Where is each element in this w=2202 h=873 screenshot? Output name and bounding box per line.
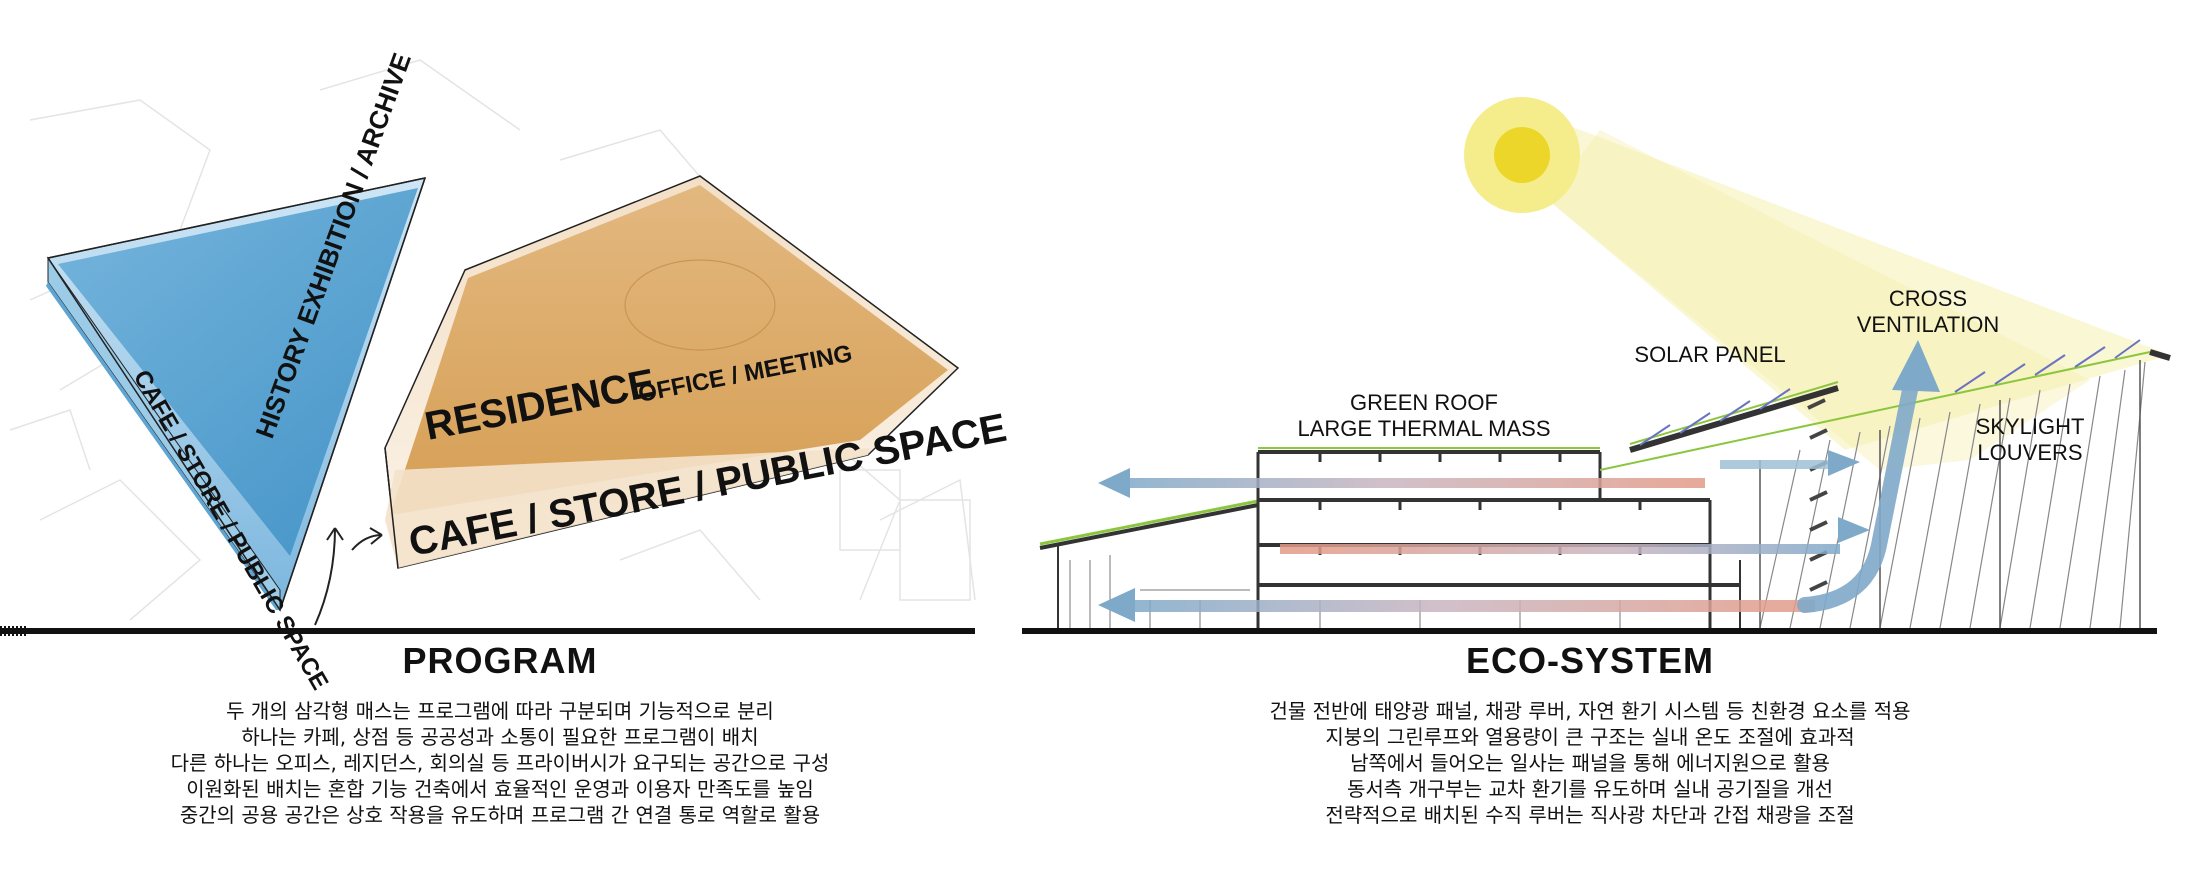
program-desc-line: 두 개의 삼각형 매스는 프로그램에 따라 구분되며 기능적으로 분리	[226, 699, 774, 723]
label-thermal-mass: LARGE THERMAL MASS	[1297, 416, 1550, 441]
program-description: 두 개의 삼각형 매스는 프로그램에 따라 구분되며 기능적으로 분리 하나는 …	[0, 698, 1000, 828]
label-green-roof: GREEN ROOF	[1350, 390, 1498, 415]
eco-desc-line: 남쪽에서 들어오는 일사는 패널을 통해 에너지원으로 활용	[1350, 751, 1830, 775]
program-desc-line: 하나는 카페, 상점 등 공공성과 소통이 필요한 프로그램이 배치	[241, 725, 759, 749]
eco-diagram: GREEN ROOF LARGE THERMAL MASS SOLAR PANE…	[1022, 97, 2171, 634]
ground-line-right	[1022, 628, 2157, 634]
eco-desc-line: 지붕의 그린루프와 열용량이 큰 구조는 실내 온도 조절에 효과적	[1325, 725, 1855, 749]
airflow-middle	[1280, 544, 1840, 554]
connector-arrows	[314, 527, 383, 626]
program-desc-line: 중간의 공용 공간은 상호 작용을 유도하며 프로그램 간 연결 통로 역할로 …	[179, 803, 821, 827]
eco-system-title: ECO-SYSTEM	[1465, 640, 1715, 681]
eco-desc-line: 동서측 개구부는 교차 환기를 유도하며 실내 공기질을 개선	[1346, 777, 1834, 801]
eco-desc-line: 전략적으로 배치된 수직 루버는 직사광 차단과 간접 채광을 조절	[1325, 803, 1855, 827]
cross-ventilation-arrow	[1797, 372, 1920, 613]
label-solar-panel: SOLAR PANEL	[1634, 342, 1785, 367]
label-cross: CROSS	[1889, 286, 1967, 311]
program-diagram: HISTORY EXHIBITION / ARCHIVE CAFE / STOR…	[0, 49, 1010, 695]
program-title: PROGRAM	[402, 640, 598, 681]
program-desc-line: 이원화된 배치는 혼합 기능 건축에서 효율적인 운영과 이용자 만족도를 높임	[186, 777, 814, 801]
orange-mass	[384, 175, 960, 569]
sun-icon	[1494, 127, 1550, 183]
ground-line-left	[0, 628, 975, 634]
eco-system-description: 건물 전반에 태양광 패널, 채광 루버, 자연 환기 시스템 등 친환경 요소…	[1150, 698, 2030, 828]
blue-mass	[46, 176, 427, 612]
sunlight-beam	[1515, 105, 2170, 450]
airflow-arrows	[1098, 340, 1940, 622]
label-ventilation: VENTILATION	[1857, 312, 2000, 337]
airflow-top	[1125, 478, 1705, 488]
ground-hatch-left	[0, 626, 28, 636]
program-desc-line: 다른 하나는 오피스, 레지던스, 회의실 등 프라이버시가 요구되는 공간으로…	[170, 751, 830, 775]
airflow-bottom	[1135, 600, 1815, 612]
eco-desc-line: 건물 전반에 태양광 패널, 채광 루버, 자연 환기 시스템 등 친환경 요소…	[1269, 699, 1911, 723]
label-louvers: LOUVERS	[1977, 440, 2082, 465]
label-skylight: SKYLIGHT	[1976, 414, 2085, 439]
